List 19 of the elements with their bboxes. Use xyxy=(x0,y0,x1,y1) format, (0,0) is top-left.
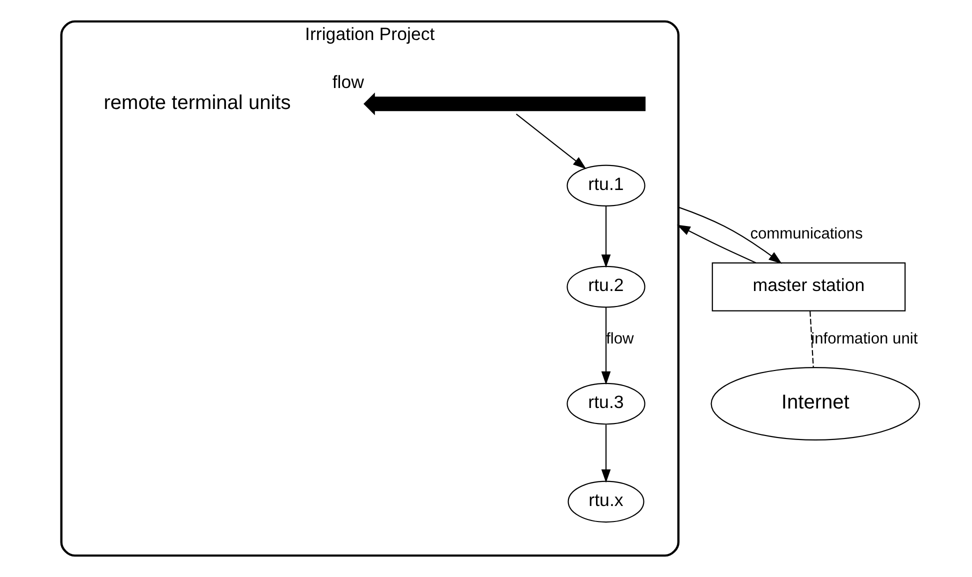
arrow xyxy=(601,307,611,385)
edge-label: flow xyxy=(606,330,634,348)
node-ellipse: rtu.x xyxy=(568,480,644,523)
node-ellipse: rtu.2 xyxy=(566,266,646,308)
edge-label: communications xyxy=(750,226,863,243)
node-bar xyxy=(364,92,646,116)
node-ellipse: Internet xyxy=(710,367,920,441)
arrow xyxy=(676,224,756,264)
arrow xyxy=(601,424,611,483)
arrow xyxy=(601,206,611,268)
node-label: flow xyxy=(332,72,364,92)
connector xyxy=(810,311,814,368)
arrow xyxy=(678,206,782,264)
node-ellipse: rtu.1 xyxy=(566,164,646,207)
node-box: master station xyxy=(712,262,906,312)
label: remote terminal units xyxy=(104,92,291,114)
node-ellipse: rtu.3 xyxy=(566,382,646,425)
arrow xyxy=(516,114,586,170)
edge-label: information unit xyxy=(811,330,918,348)
